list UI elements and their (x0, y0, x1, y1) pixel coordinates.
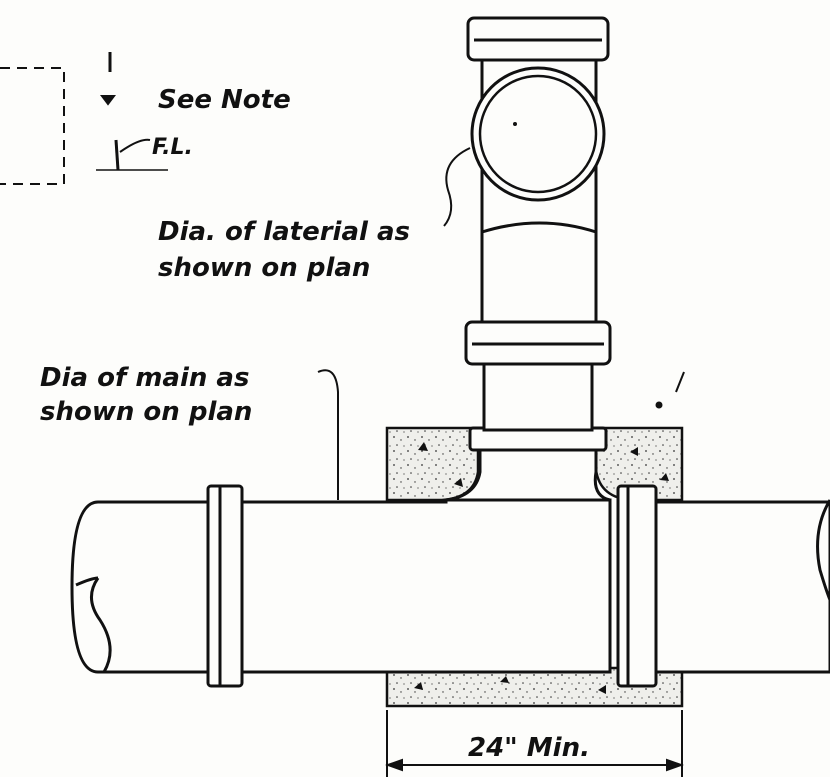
lateral-lower-barrel (482, 360, 594, 432)
see-note-label: See Note (158, 85, 291, 115)
pipe-break-right (816, 499, 830, 601)
main-callout-line2: shown on plan (40, 397, 252, 427)
lateral-leader-line (443, 147, 471, 227)
main-pipe-right-bell (616, 484, 658, 688)
lateral-pipe (445, 16, 612, 502)
main-pipe-right-section (654, 500, 830, 674)
dimension-label: 24" Min. (468, 733, 590, 763)
pipe-break-left (90, 577, 112, 673)
structure-outline (0, 52, 168, 185)
lateral-callout-line1: Dia. of laterial as (158, 217, 410, 247)
main-pipe (70, 484, 830, 688)
main-pipe-left-bell (206, 484, 244, 688)
dimension-24-min (385, 710, 684, 777)
main-leader-line (317, 369, 339, 500)
tee-branch (445, 446, 611, 502)
flow-line-label: F.L. (152, 135, 193, 160)
main-pipe-middle-section (240, 498, 612, 674)
main-pipe-left-section (70, 500, 217, 674)
tee-outlet-opening (470, 66, 606, 202)
lateral-callout-line2: shown on plan (158, 253, 370, 283)
dimension-arrow-right (666, 758, 684, 772)
dimension-arrow-left (385, 758, 403, 772)
main-callout-line1: Dia of main as (40, 363, 249, 393)
